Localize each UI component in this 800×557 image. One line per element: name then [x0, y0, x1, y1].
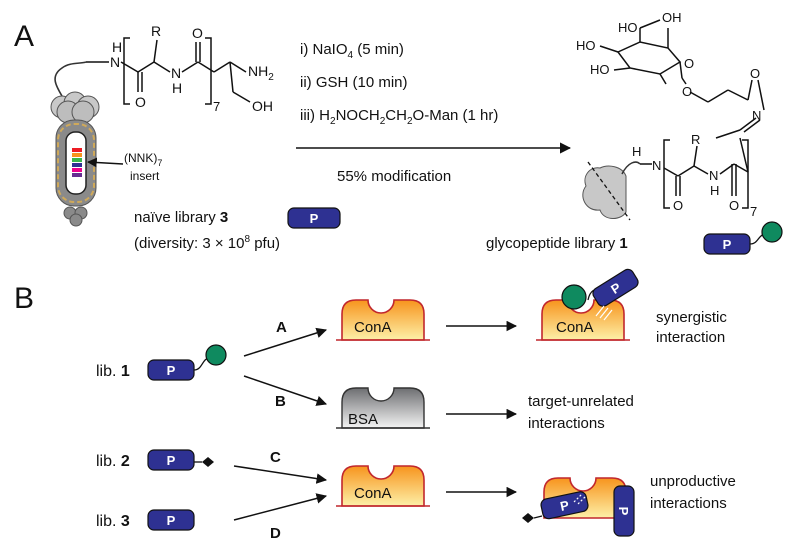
svg-text:ConA: ConA	[556, 319, 594, 336]
insert-bar-blue	[72, 163, 82, 167]
insert-label: (NNK)7	[124, 151, 162, 168]
outcome-unrelated-2: interactions	[528, 415, 605, 432]
condition-3: iii) H2NOCH2CH2O-Man (1 hr)	[300, 107, 498, 127]
prod-o-left: O	[673, 198, 683, 213]
route-c-label: C	[270, 449, 281, 466]
route-a-label: A	[276, 319, 287, 336]
oxime-n: N	[752, 108, 761, 123]
diversity-label: (diversity: 3 × 108 pfu)	[134, 234, 280, 252]
route-b-arrow	[243, 375, 327, 406]
svg-text:ConA: ConA	[354, 485, 392, 502]
svg-text:P: P	[559, 497, 571, 514]
sugar-ring-o: O	[684, 56, 694, 71]
route-b-label: B	[275, 393, 286, 410]
oxime-o: O	[750, 66, 760, 81]
outcome-unrelated-1: target-unrelated	[528, 393, 634, 410]
insert-bar-green	[72, 158, 82, 162]
prod-h-left: H	[632, 144, 641, 159]
sugar-oh-low-left: HO	[590, 62, 610, 77]
prod-o-right: O	[729, 198, 739, 213]
insert-bar-red	[72, 148, 82, 152]
pep-r-group: R	[151, 23, 161, 39]
lib-3-label: lib. 3	[96, 513, 130, 530]
sugar-oh-top: OH	[662, 10, 682, 25]
svg-text:P: P	[310, 211, 319, 226]
prod-n-left: N	[652, 158, 661, 173]
condition-1: i) NaIO4 (5 min)	[300, 41, 404, 61]
panel-a-label: A	[14, 20, 34, 53]
diamond-tag-icon	[522, 513, 534, 523]
insert-bar-purple	[72, 173, 82, 177]
mannose-structure	[599, 19, 765, 139]
product-peptide-structure	[640, 137, 749, 209]
cona-unproductive-complex: P P	[522, 477, 635, 537]
diamond-tag-icon	[202, 457, 214, 467]
pep-n-left: N	[110, 54, 120, 70]
cona-target-top: ConA	[336, 299, 430, 341]
pep-nh2: NH2	[248, 63, 274, 83]
condition-2: ii) GSH (10 min)	[300, 74, 408, 91]
phage-particle	[50, 61, 124, 227]
linker-wave	[54, 61, 87, 97]
svg-text:P: P	[723, 237, 732, 252]
outcome-unproductive-2: interactions	[650, 495, 727, 512]
route-c-arrow	[233, 465, 328, 484]
svg-text:P: P	[616, 507, 631, 516]
insert-label-line2: insert	[130, 169, 160, 183]
mannose-ball-icon	[205, 344, 227, 366]
sugar-oh-top-left: HO	[618, 20, 638, 35]
starting-peptide-structure	[86, 37, 251, 105]
glyco-library-p-badge: P	[703, 221, 783, 255]
product-phage-fragment	[582, 161, 641, 221]
lib-2-label: lib. 2	[96, 453, 130, 470]
prod-n-mid: N	[709, 168, 718, 183]
prod-repeat: 7	[750, 204, 757, 219]
outcome-synergistic-1: synergistic	[656, 309, 727, 326]
pep-o-left: O	[135, 94, 146, 110]
insert-pointer-arrow	[87, 157, 124, 168]
lib-2-badge: P	[147, 449, 214, 471]
pep-oh: OH	[252, 98, 273, 114]
insert-bar-orange	[72, 153, 82, 157]
modification-yield: 55% modification	[337, 168, 451, 185]
glycopeptide-library-label: glycopeptide library 1	[486, 235, 628, 252]
pep-repeat: 7	[213, 99, 220, 114]
prod-r-group: R	[691, 132, 700, 147]
lib-3-badge: P	[147, 509, 195, 531]
pep-h-mid: H	[172, 80, 182, 96]
lib-1-badge: P	[147, 344, 227, 381]
svg-text:P: P	[167, 453, 176, 468]
pep-n-mid: N	[171, 65, 181, 81]
pep-o-right: O	[192, 25, 203, 41]
cona-synergistic-complex: ConA P	[536, 268, 639, 341]
panel-b-label: B	[14, 282, 34, 315]
svg-text:BSA: BSA	[348, 411, 378, 428]
route-d-arrow	[233, 493, 328, 521]
outcome-unproductive-1: unproductive	[650, 473, 736, 490]
lib-1-label: lib. 1	[96, 363, 130, 380]
svg-text:ConA: ConA	[354, 319, 392, 336]
prod-h-mid: H	[710, 183, 719, 198]
pep-h-left: H	[112, 39, 122, 55]
svg-text:P: P	[167, 363, 176, 378]
naive-library-label: naïve library 3	[134, 209, 228, 226]
route-d-label: D	[270, 525, 281, 542]
svg-text:P: P	[167, 513, 176, 528]
insert-bar-magenta	[72, 168, 82, 172]
cona-target-bottom: ConA	[336, 465, 430, 507]
mannose-ball-icon	[761, 221, 783, 243]
sugar-link-o: O	[682, 84, 692, 99]
naive-library-p-badge: P	[287, 207, 341, 229]
sugar-oh-mid-left: HO	[576, 38, 596, 53]
mannose-ball-icon	[561, 284, 587, 310]
route-a-arrow	[243, 327, 328, 357]
outcome-synergistic-2: interaction	[656, 329, 725, 346]
bsa-target: BSA	[336, 387, 430, 429]
